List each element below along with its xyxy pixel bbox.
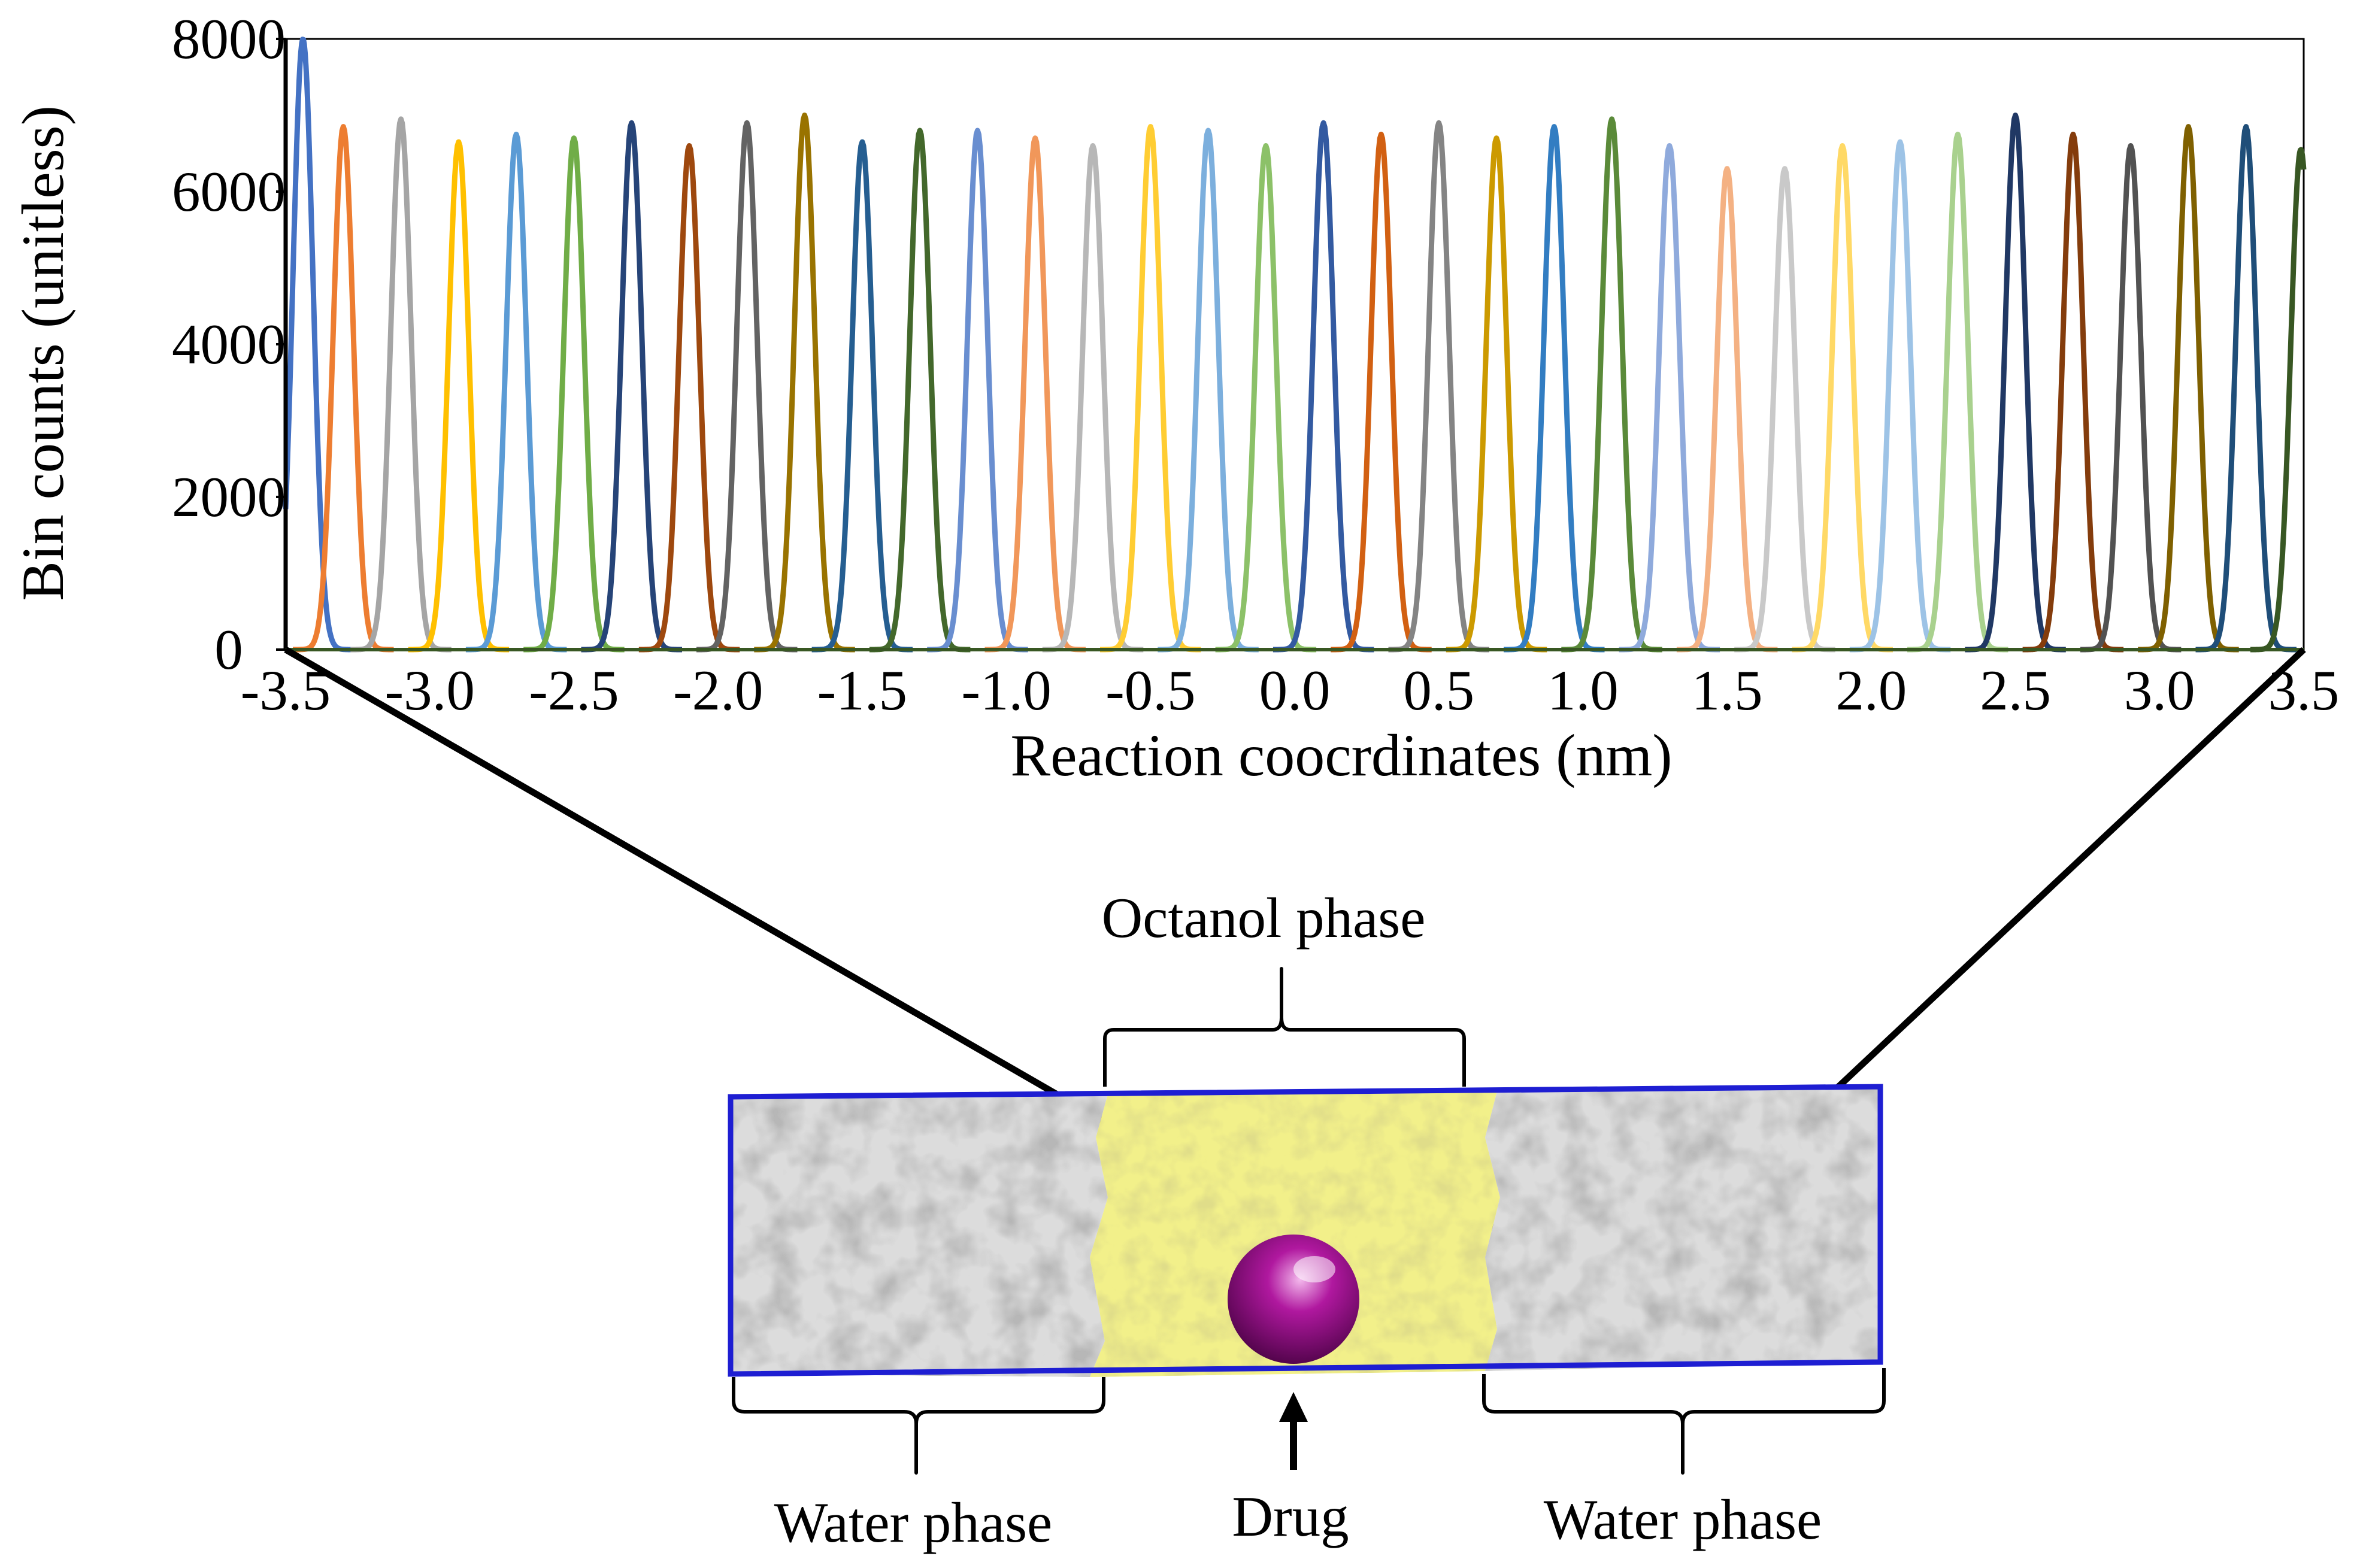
histogram-series-34	[2136, 124, 2241, 653]
y-axis-label: Bin counts (unitless)	[10, 105, 76, 601]
x-tick-label: -2.5	[529, 659, 619, 722]
histogram-series-3	[349, 116, 453, 653]
histogram-series-10	[752, 113, 857, 653]
y-tick-label: 6000	[172, 160, 286, 223]
histogram-series-16	[1098, 124, 1202, 653]
histogram-series-8	[637, 143, 741, 653]
x-tick-label: 2.5	[1980, 659, 2051, 722]
plot-area-frame	[284, 38, 2305, 651]
histogram-series-24	[1559, 116, 1664, 653]
simulation-box	[728, 1084, 1883, 1377]
histogram-series-5	[464, 131, 568, 653]
histogram-series-13	[925, 128, 1030, 653]
x-tick-label: 3.5	[2268, 659, 2340, 722]
x-tick-label: 0.0	[1259, 659, 1331, 722]
water-right-texture	[1485, 1087, 1880, 1371]
y-tick-label: 2000	[172, 465, 286, 529]
x-tick-label: 1.5	[1692, 659, 1763, 722]
octanol-texture	[1090, 1091, 1500, 1377]
y-tick-labels: 0 2000 4000 6000 8000	[172, 7, 286, 681]
octanol-brace	[1103, 967, 1466, 1087]
histogram-series-18	[1214, 143, 1318, 653]
x-tick-label: -2.0	[673, 659, 763, 722]
histogram-series-19	[1271, 120, 1376, 653]
water-right-brace	[1482, 1368, 1886, 1475]
octanol-phase-label: Octanol phase	[1102, 886, 1426, 950]
histogram-series-12	[868, 128, 972, 653]
histogram-series-9	[695, 120, 799, 653]
y-tick-label: 4000	[172, 313, 286, 376]
histogram-series-25	[1617, 143, 1722, 653]
phase-braces	[732, 967, 1886, 1475]
x-tick-label: 3.0	[2124, 659, 2195, 722]
histogram-series-28	[1791, 143, 1895, 653]
histogram-series-32	[2021, 131, 2125, 653]
histogram-series-group	[283, 37, 2307, 653]
histogram-series-15	[1041, 143, 1145, 653]
histogram-series-14	[983, 135, 1087, 653]
histogram-series-6	[522, 135, 626, 653]
x-tick-label: -1.0	[961, 659, 1051, 722]
x-tick-label: -1.5	[817, 659, 907, 722]
histogram-series-2	[291, 124, 395, 653]
x-axis-label: Reaction coocrdinates (nm)	[1010, 722, 1672, 788]
water-left-brace	[732, 1377, 1105, 1475]
histogram-series-23	[1502, 124, 1606, 653]
histogram-series-26	[1675, 166, 1779, 653]
x-tick-label: 2.0	[1835, 659, 1907, 722]
box-border	[728, 1084, 1883, 1377]
x-tick-label: 1.0	[1547, 659, 1619, 722]
drug-arrow	[1279, 1392, 1308, 1470]
histogram-series-31	[1963, 113, 2068, 653]
water-phase-right-label: Water phase	[1544, 1488, 1822, 1551]
histogram-series-7	[580, 120, 684, 653]
x-tick-label: -3.0	[385, 659, 475, 722]
x-tick-label: -0.5	[1105, 659, 1195, 722]
histogram-series-33	[2079, 143, 2183, 653]
histogram-series-21	[1387, 120, 1491, 653]
drug-molecule	[1228, 1235, 1359, 1364]
histogram-series-20	[1329, 131, 1434, 653]
y-tick-label: 8000	[172, 7, 286, 71]
histogram-series-35	[2194, 124, 2298, 653]
histogram-series-27	[1732, 166, 1837, 653]
histogram-series-22	[1444, 135, 1549, 653]
water-phase-left-label: Water phase	[774, 1491, 1052, 1554]
drug-highlight	[1293, 1256, 1335, 1282]
x-tick-label: 0.5	[1403, 659, 1474, 722]
drug-label: Drug	[1232, 1485, 1349, 1548]
histogram-series-30	[1905, 131, 2010, 653]
histogram-series-17	[1156, 128, 1261, 653]
histogram-series-29	[1848, 139, 1952, 653]
histogram-series-4	[407, 139, 511, 653]
water-left-texture	[731, 1094, 1108, 1377]
y-tick-label: 0	[214, 618, 243, 681]
histogram-series-11	[810, 139, 914, 653]
